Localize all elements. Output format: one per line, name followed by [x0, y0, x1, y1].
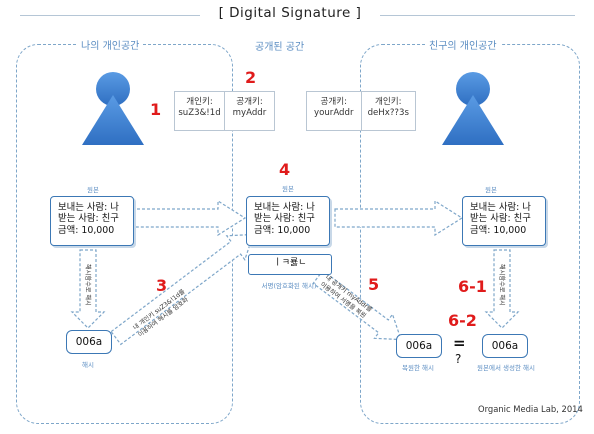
friend-private-key: 개인키: deHx??3s — [360, 92, 416, 130]
step-6-1: 6-1 — [458, 277, 487, 296]
document-mine: 보내는 사람: 나 받는 사람: 친구 금액: 10,000 — [50, 196, 134, 246]
hash-mine-caption: 해시 — [82, 361, 94, 369]
step-6-2: 6-2 — [448, 311, 477, 330]
friend-public-key: 공개키: yourAddr — [307, 92, 361, 130]
hash-restored: 006a — [396, 334, 442, 358]
friend-space-label: 친구의 개인공간 — [425, 37, 501, 52]
hash-generated: 006a — [482, 334, 528, 358]
friend-public-key-value: yourAddr — [314, 108, 354, 118]
friend-private-key-value: deHx??3s — [367, 108, 409, 118]
friend-key-box: 공개키: yourAddr 개인키: deHx??3s — [306, 91, 416, 131]
signature-caption: 서명(암호화된 해시) — [261, 282, 317, 290]
arrow-hash-left — [70, 249, 106, 329]
doc-line-sender: 보내는 사람: 나 — [254, 202, 315, 213]
equals-sign: = — [453, 334, 466, 352]
arrow-decrypt — [312, 269, 402, 341]
doc-label-public: 원본 — [282, 185, 294, 193]
my-space-label: 나의 개인공간 — [77, 37, 144, 52]
doc-line-receiver: 받는 사람: 친구 — [58, 213, 119, 225]
hash-generated-caption: 원본에서 생성한 해시 — [477, 364, 535, 372]
step-3: 3 — [156, 276, 168, 295]
my-public-key-value: myAddr — [232, 108, 267, 118]
my-person-icon — [82, 72, 144, 145]
my-public-key-label: 공개키: — [236, 97, 263, 107]
arrow-hash-right — [484, 249, 520, 329]
step-1: 1 — [150, 100, 162, 119]
diagram-title: [ Digital Signature ] — [200, 5, 380, 25]
doc-line-receiver: 받는 사람: 친구 — [254, 213, 315, 225]
arrow-doc-to-public — [121, 199, 247, 237]
doc-line-sender: 보내는 사람: 나 — [470, 202, 531, 213]
my-private-key-label: 개인키: — [186, 97, 213, 107]
friend-public-key-label: 공개키: — [320, 97, 348, 107]
friend-private-key-label: 개인키: — [374, 97, 402, 107]
hash-fn-text-left: 해시함수로 해시 — [84, 264, 92, 306]
step-4: 4 — [279, 160, 291, 179]
document-friend: 보내는 사람: 나 받는 사람: 친구 금액: 10,000 — [462, 196, 546, 246]
friend-person-icon — [442, 72, 504, 145]
hash-fn-text-right: 해시함수로 해시 — [498, 264, 506, 306]
doc-line-receiver: 받는 사람: 친구 — [470, 213, 531, 225]
hash-restored-caption: 복원한 해시 — [402, 364, 434, 372]
my-key-box: 개인키: suZ3&!1d 공개키: myAddr — [174, 91, 275, 131]
step-5: 5 — [368, 275, 380, 294]
step-2: 2 — [245, 68, 257, 87]
doc-line-amount: 금액: 10,000 — [254, 224, 311, 236]
signature-box: ㅣㅋ룛ㄴ — [248, 254, 332, 275]
my-private-key-value: suZ3&!1d — [178, 108, 221, 118]
question-mark: ? — [455, 352, 462, 366]
doc-label-mine: 원본 — [87, 186, 99, 194]
document-public: 보내는 사람: 나 받는 사람: 친구 금액: 10,000 — [246, 196, 330, 246]
arrow-encrypt — [110, 233, 255, 346]
my-public-key: 공개키: myAddr — [224, 92, 274, 130]
credit-text: Organic Media Lab, 2014 — [478, 404, 583, 414]
doc-label-friend: 원본 — [485, 186, 497, 194]
hash-mine: 006a — [66, 330, 112, 354]
title-rule-left — [20, 15, 205, 16]
arrow-public-to-friend — [334, 199, 464, 237]
doc-line-amount: 금액: 10,000 — [470, 224, 527, 236]
doc-line-amount: 금액: 10,000 — [58, 224, 115, 236]
doc-line-sender: 보내는 사람: 나 — [58, 202, 119, 213]
title-rule-right — [375, 15, 575, 16]
public-space-label: 공개된 공간 — [255, 42, 305, 53]
my-private-key: 개인키: suZ3&!1d — [175, 92, 224, 130]
